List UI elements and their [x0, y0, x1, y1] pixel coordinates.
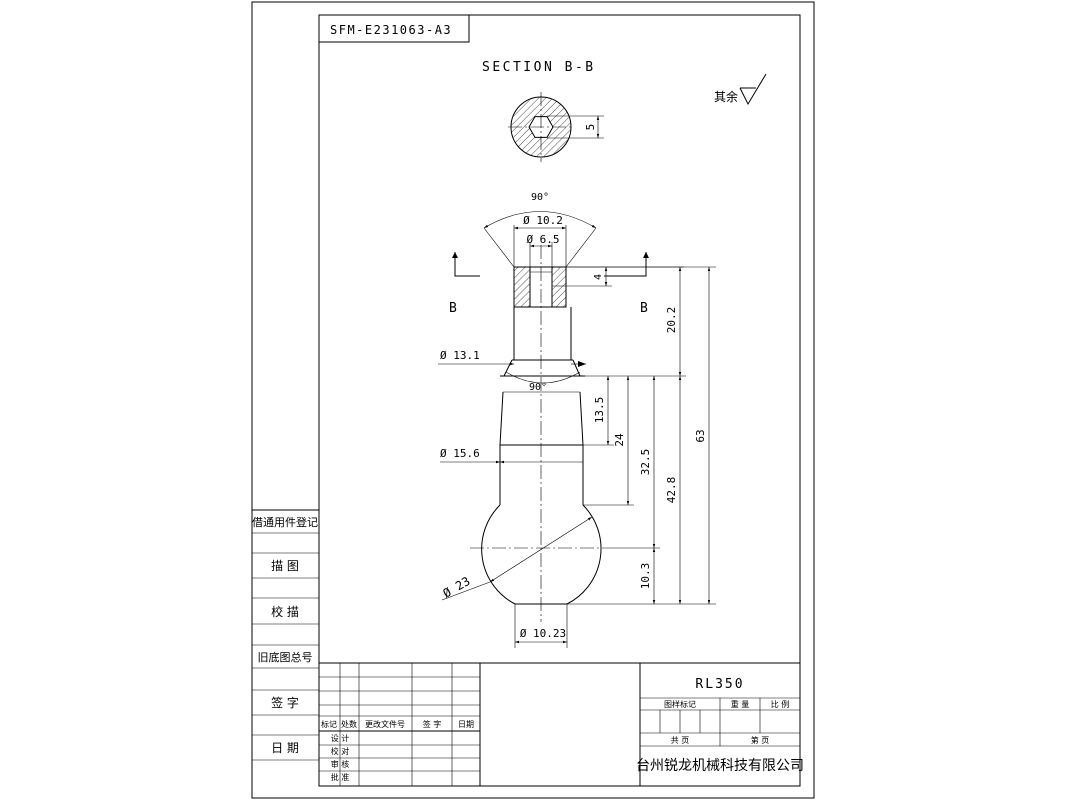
dim-len-63: 63 — [694, 429, 707, 442]
dim-dia-top: Ø 10.2 — [523, 214, 563, 227]
rev-row-check: 校 对 — [331, 746, 350, 756]
left-panel-drawing: 描 图 — [271, 559, 299, 573]
title-total-pages: 共 页 — [671, 736, 690, 745]
title-header-weight: 重 量 — [731, 699, 750, 709]
dim-dia-bottom: Ø 10.23 — [520, 627, 566, 640]
part-name: RL350 — [695, 677, 744, 692]
drawing-number-box — [318, 14, 470, 43]
left-panel-date: 日 期 — [271, 741, 299, 755]
dim-len-13-5: 13.5 — [593, 397, 606, 424]
rev-header-mark: 标记 — [321, 719, 337, 729]
dim-len-20-2: 20.2 — [665, 307, 678, 334]
dim-chamfer-angle-top: 90° — [531, 192, 549, 203]
left-panel-old-number: 旧底图总号 — [258, 650, 313, 664]
dim-top-chamfer — [483, 211, 597, 268]
dim-len-24: 24 — [613, 433, 626, 447]
rev-header-date: 日期 — [458, 720, 474, 729]
left-panel-trace-check: 校 描 — [271, 604, 299, 619]
dim-len-10-3: 10.3 — [639, 563, 652, 590]
section-cut-mark-left — [454, 252, 480, 277]
section-bb-view: 5 — [508, 92, 604, 162]
dim-depth: 4 — [593, 274, 604, 280]
revision-table — [319, 662, 800, 786]
rev-header-doc: 更改文件号 — [365, 719, 405, 729]
dim-dia-13-1: Ø 13.1 — [440, 349, 480, 362]
part-main-view — [470, 245, 612, 622]
dim-chamfer-angle-mid: 90° — [529, 382, 547, 393]
dim-len-42-8: 42.8 — [665, 477, 678, 504]
dim-dia-15-6: Ø 15.6 — [440, 447, 480, 460]
roughness-note: 其余 — [714, 89, 738, 104]
drawing-number: SFM-E231063-A3 — [330, 23, 452, 37]
rev-header-places: 处数 — [341, 719, 357, 729]
dim-dia-hex: Ø 6.5 — [526, 233, 559, 246]
title-sheet-number: 第 页 — [751, 735, 770, 745]
title-header-scale: 比 例 — [771, 699, 790, 709]
section-cut-mark-right — [604, 252, 647, 277]
title-header-mark: 图样标记 — [664, 699, 696, 709]
rev-row-approve: 批 准 — [331, 772, 350, 782]
dim-hex-width: 5 — [584, 124, 597, 131]
sheet-inner-border — [318, 14, 801, 787]
left-panel-signature: 签 字 — [271, 695, 299, 710]
dim-dia-ball: Ø 23 — [441, 574, 473, 601]
sheet-outer-border — [251, 1, 815, 799]
section-mark-right: B — [640, 301, 648, 316]
rev-header-sign: 签 字 — [423, 719, 442, 729]
section-mark-left: B — [449, 301, 457, 316]
left-side-panel — [252, 509, 319, 761]
company-name: 台州锐龙机械科技有限公司 — [636, 758, 804, 774]
rev-row-design: 设 计 — [331, 733, 350, 743]
title-block — [639, 663, 800, 786]
roughness-symbol-icon — [739, 73, 767, 106]
rev-row-review: 审 核 — [331, 759, 350, 769]
left-panel-registry: 借通用件登记 — [252, 515, 318, 529]
dim-len-32-5: 32.5 — [639, 449, 652, 476]
section-title: SECTION B-B — [482, 60, 596, 75]
